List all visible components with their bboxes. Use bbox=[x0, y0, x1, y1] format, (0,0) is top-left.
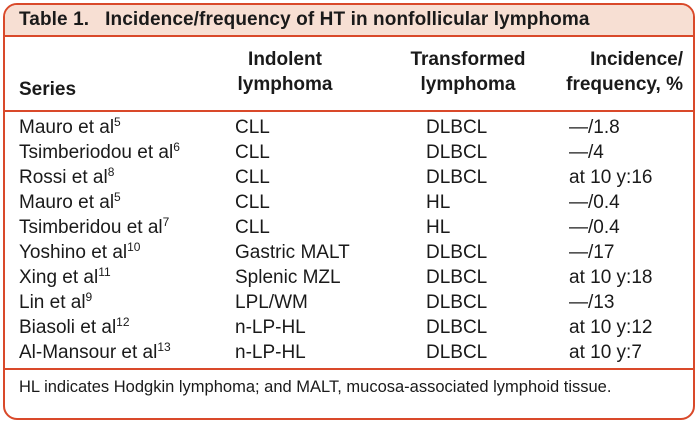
cell-series: Al-Mansour et al13 bbox=[19, 340, 171, 363]
cell-incidence: at 10 y:7 bbox=[569, 342, 642, 363]
column-header-incidence: Incidence/ frequency, % bbox=[513, 47, 683, 97]
table-frame: Table 1. Incidence/frequency of HT in no… bbox=[3, 3, 695, 420]
reference-superscript: 6 bbox=[173, 140, 180, 154]
cell-indolent: Gastric MALT bbox=[235, 242, 350, 263]
cell-incidence: —/0.4 bbox=[569, 217, 620, 238]
cell-incidence: at 10 y:18 bbox=[569, 267, 653, 288]
table-title: Incidence/frequency of HT in nonfollicul… bbox=[105, 9, 590, 30]
cell-series: Yoshino et al10 bbox=[19, 240, 141, 263]
cell-series: Mauro et al5 bbox=[19, 115, 121, 138]
column-header-indolent: Indolent lymphoma bbox=[210, 47, 360, 97]
cell-series: Biasoli et al12 bbox=[19, 315, 130, 338]
table-row: Rossi et al8 CLL DLBCL at 10 y:16 bbox=[5, 165, 693, 190]
table-row: Yoshino et al10 Gastric MALT DLBCL —/17 bbox=[5, 240, 693, 265]
cell-indolent: CLL bbox=[235, 192, 270, 213]
table-row: Lin et al9 LPL/WM DLBCL —/13 bbox=[5, 290, 693, 315]
table-row: Mauro et al5 CLL HL —/0.4 bbox=[5, 190, 693, 215]
table-title-bar: Table 1. Incidence/frequency of HT in no… bbox=[5, 5, 693, 37]
cell-incidence: at 10 y:12 bbox=[569, 317, 653, 338]
column-header-indolent-line2: lymphoma bbox=[237, 74, 333, 95]
table-header: Series Indolent lymphoma Transformed lym… bbox=[5, 37, 693, 110]
table-row: Tsimberiodou et al6 CLL DLBCL —/4 bbox=[5, 140, 693, 165]
cell-series: Mauro et al5 bbox=[19, 190, 121, 213]
cell-incidence: at 10 y:16 bbox=[569, 167, 653, 188]
column-header-transformed-line1: Transformed bbox=[410, 49, 526, 70]
cell-transformed: DLBCL bbox=[426, 317, 488, 338]
cell-series: Rossi et al8 bbox=[19, 165, 115, 188]
table-row: Tsimberidou et al7 CLL HL —/0.4 bbox=[5, 215, 693, 240]
cell-series: Xing et al11 bbox=[19, 265, 111, 288]
reference-superscript: 7 bbox=[162, 215, 170, 229]
cell-transformed: DLBCL bbox=[426, 292, 488, 313]
cell-transformed: HL bbox=[426, 192, 451, 213]
cell-incidence: —/0.4 bbox=[569, 192, 620, 213]
cell-transformed: DLBCL bbox=[426, 342, 488, 363]
cell-indolent: CLL bbox=[235, 117, 270, 138]
cell-indolent: n-LP-HL bbox=[235, 317, 306, 338]
cell-indolent: CLL bbox=[235, 142, 270, 163]
cell-transformed: DLBCL bbox=[426, 142, 488, 163]
cell-transformed: DLBCL bbox=[426, 267, 488, 288]
cell-series: Lin et al9 bbox=[19, 290, 93, 313]
reference-superscript: 5 bbox=[114, 190, 121, 204]
column-header-incidence-line1: Incidence/ bbox=[590, 49, 683, 70]
cell-transformed: DLBCL bbox=[426, 167, 488, 188]
cell-indolent: Splenic MZL bbox=[235, 267, 341, 288]
reference-superscript: 8 bbox=[107, 165, 115, 179]
cell-incidence: —/4 bbox=[569, 142, 604, 163]
cell-indolent: LPL/WM bbox=[235, 292, 308, 313]
column-header-series: Series bbox=[19, 79, 77, 100]
cell-indolent: CLL bbox=[235, 217, 270, 238]
column-header-transformed: Transformed lymphoma bbox=[398, 47, 538, 97]
column-header-transformed-line2: lymphoma bbox=[420, 74, 516, 95]
cell-series: Tsimberidou et al7 bbox=[19, 215, 170, 238]
cell-incidence: —/13 bbox=[569, 292, 615, 313]
reference-superscript: 11 bbox=[98, 265, 111, 279]
reference-superscript: 9 bbox=[85, 290, 93, 304]
reference-superscript: 5 bbox=[114, 115, 121, 129]
table-footnote: HL indicates Hodgkin lymphoma; and MALT,… bbox=[19, 378, 612, 396]
cell-transformed: DLBCL bbox=[426, 117, 488, 138]
table-row: Biasoli et al12 n-LP-HL DLBCL at 10 y:12 bbox=[5, 315, 693, 340]
table-row: Al-Mansour et al13 n-LP-HL DLBCL at 10 y… bbox=[5, 340, 693, 365]
reference-superscript: 13 bbox=[157, 340, 171, 354]
cell-transformed: DLBCL bbox=[426, 242, 488, 263]
table-row: Mauro et al5 CLL DLBCL —/1.8 bbox=[5, 115, 693, 140]
cell-indolent: n-LP-HL bbox=[235, 342, 306, 363]
reference-superscript: 10 bbox=[127, 240, 141, 254]
table-row: Xing et al11 Splenic MZL DLBCL at 10 y:1… bbox=[5, 265, 693, 290]
cell-transformed: HL bbox=[426, 217, 451, 238]
reference-superscript: 12 bbox=[116, 315, 130, 329]
cell-incidence: —/17 bbox=[569, 242, 615, 263]
column-header-incidence-line2: frequency, % bbox=[566, 74, 683, 95]
cell-indolent: CLL bbox=[235, 167, 270, 188]
table-body: Mauro et al5 CLL DLBCL —/1.8 Tsimberiodo… bbox=[5, 110, 693, 370]
cell-series: Tsimberiodou et al6 bbox=[19, 140, 180, 163]
cell-incidence: —/1.8 bbox=[569, 117, 620, 138]
table-label: Table 1. bbox=[19, 9, 90, 30]
column-header-indolent-line1: Indolent bbox=[248, 49, 322, 70]
